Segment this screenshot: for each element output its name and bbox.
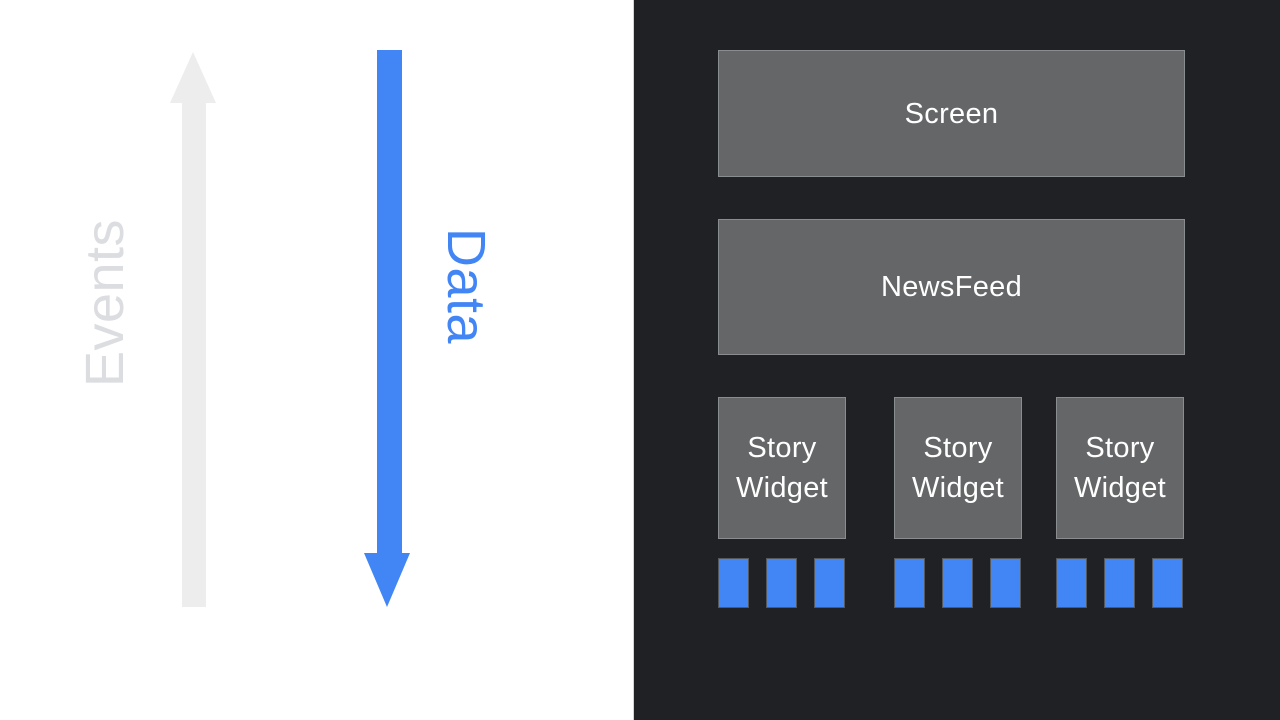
events-up-arrow-icon — [170, 52, 216, 607]
story-widget-node-3: Story Widget — [1056, 397, 1184, 539]
flow-legend: Events Data — [0, 0, 633, 720]
flow-arrows — [170, 50, 410, 607]
screen-node: Screen — [718, 50, 1185, 177]
widget-tree-panel: Screen NewsFeed Story Widget Story Widge… — [633, 0, 1280, 720]
data-down-arrow-icon — [364, 50, 410, 607]
events-label: Events — [75, 218, 135, 388]
data-label: Data — [436, 227, 496, 345]
data-chip — [1056, 558, 1087, 608]
data-chip — [942, 558, 973, 608]
story-widget-node-2: Story Widget — [894, 397, 1022, 539]
data-chip — [766, 558, 797, 608]
data-chip — [718, 558, 749, 608]
data-chip — [894, 558, 925, 608]
data-chip — [990, 558, 1021, 608]
data-chip — [1152, 558, 1183, 608]
newsfeed-node: NewsFeed — [718, 219, 1185, 355]
data-chip — [1104, 558, 1135, 608]
story-widget-node-1: Story Widget — [718, 397, 846, 539]
data-chip — [814, 558, 845, 608]
